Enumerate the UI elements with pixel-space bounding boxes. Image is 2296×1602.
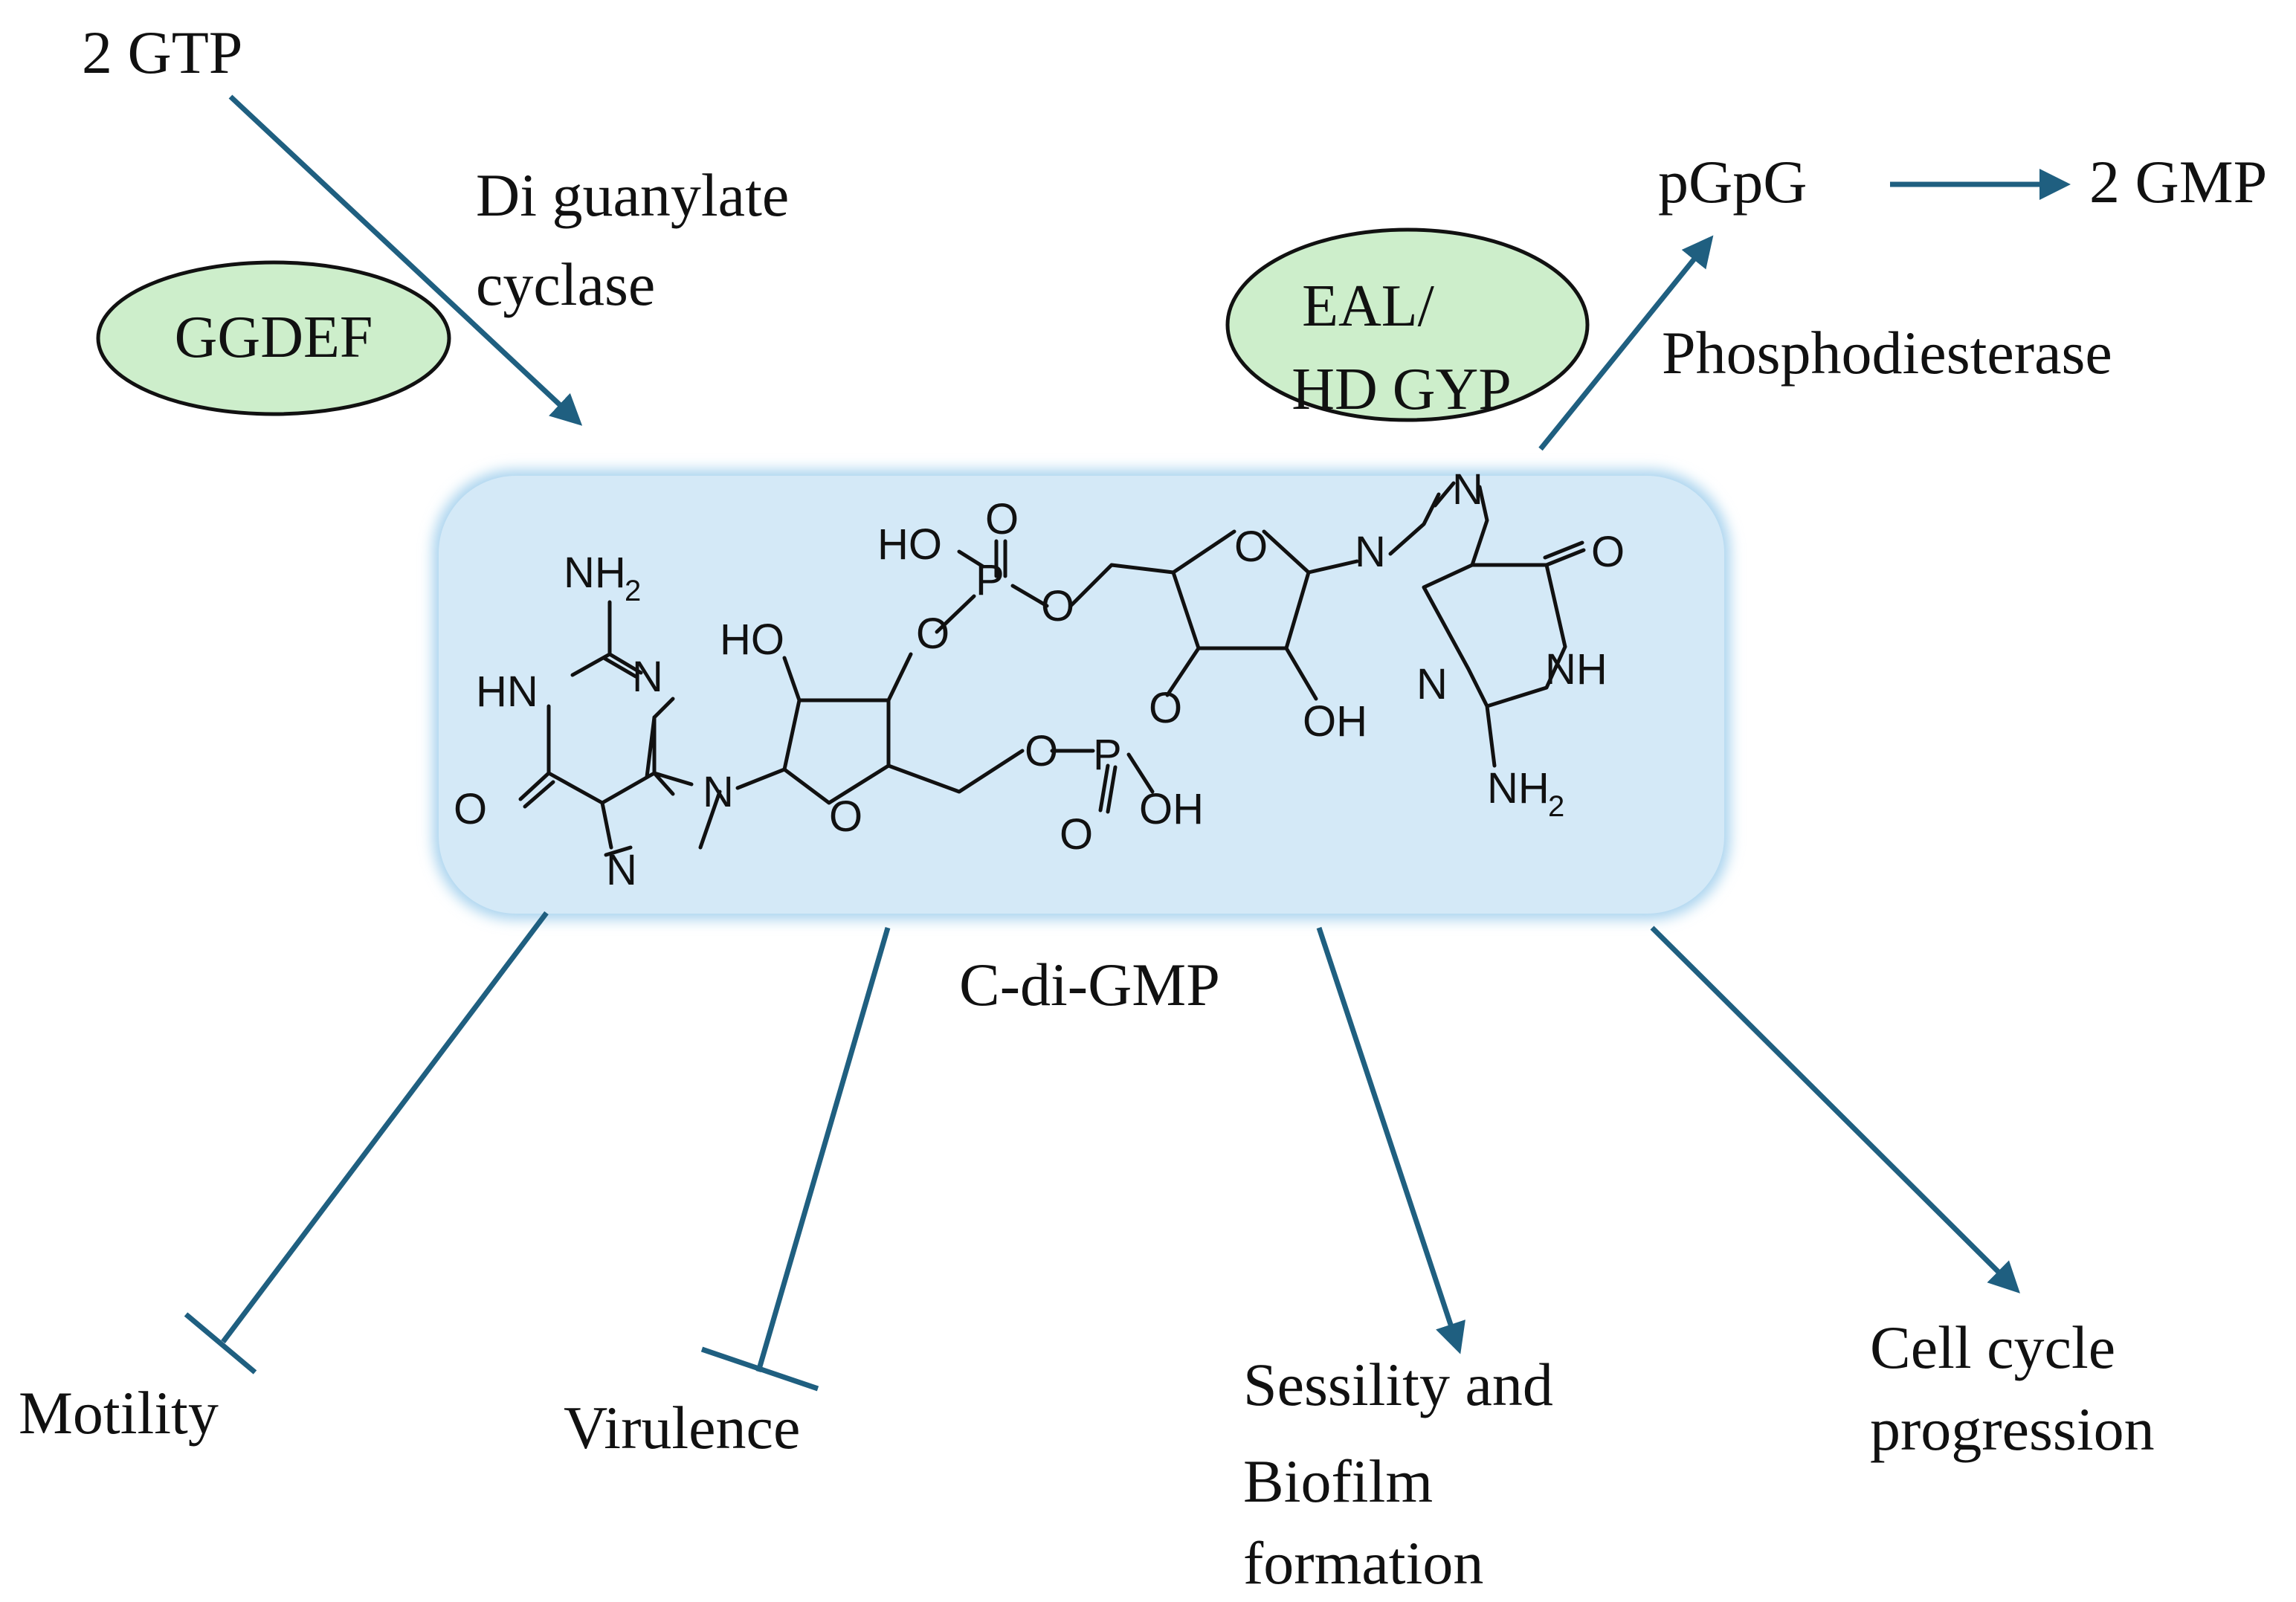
svg-text:OH: OH (1139, 785, 1204, 833)
svg-text:O: O (1025, 727, 1058, 775)
svg-text:N: N (632, 653, 663, 701)
molecule-name-label: C-di-GMP (959, 951, 1220, 1018)
svg-text:OH: OH (1303, 697, 1367, 746)
motility-inhibition-bar (184, 1312, 257, 1375)
gtp-label: 2 GTP (82, 19, 242, 86)
cyclase-label-line1: Di guanylate (476, 161, 789, 229)
motility-inhibition-line (221, 911, 549, 1344)
svg-text:O: O (1149, 684, 1182, 732)
cellcycle-label-line1: Cell cycle (1870, 1314, 2115, 1381)
ggdef-ellipse (96, 260, 451, 416)
cdigmp-to-pgpg-arrow (1538, 235, 1714, 451)
biofilm-activation-arrow (1316, 926, 1465, 1354)
svg-text:2: 2 (1548, 790, 1564, 823)
molecule-box (439, 476, 1724, 914)
motility-label: Motility (19, 1379, 219, 1447)
svg-text:P: P (976, 556, 1004, 604)
svg-text:P: P (1093, 731, 1122, 779)
virulence-inhibition-bar (700, 1346, 819, 1392)
svg-text:NH: NH (1545, 645, 1607, 694)
pgpg-label: pGpG (1658, 148, 1807, 216)
svg-text:N: N (1416, 660, 1448, 708)
svg-text:N: N (606, 846, 637, 894)
svg-text:NH: NH (564, 549, 626, 597)
gmp-label: 2 GMP (2089, 148, 2267, 216)
svg-text:O: O (454, 785, 487, 833)
virulence-inhibition-line (755, 927, 891, 1372)
ggdef-label: GGDEF (175, 305, 373, 370)
svg-text:HO: HO (877, 520, 942, 569)
svg-text:N: N (1355, 528, 1386, 576)
sessility-label-line1: Sessility and (1243, 1351, 1553, 1418)
gtp-to-cdigmp-arrow (228, 94, 583, 426)
cyclase-label-line2: cyclase (476, 251, 655, 318)
sessility-label-line2: Biofilm (1243, 1447, 1433, 1515)
cellcycle-label-line2: progression (1870, 1395, 2155, 1463)
virulence-label: Virulence (564, 1394, 800, 1461)
c-di-gmp-atom-labels: NH2 N HN O N N HO O O HO O P O O P O OH … (454, 465, 1625, 894)
svg-text:HN: HN (476, 668, 538, 716)
phosphodiesterase-label: Phosphodiesterase (1662, 319, 2112, 387)
svg-text:O: O (1234, 523, 1268, 571)
svg-text:O: O (916, 610, 949, 658)
cellcycle-activation-arrow (1650, 926, 2020, 1293)
svg-text:N: N (1452, 465, 1483, 514)
svg-text:O: O (1060, 810, 1093, 859)
svg-text:O: O (1041, 582, 1074, 630)
c-di-gmp-structure (518, 481, 1586, 857)
sessility-label-line3: formation (1243, 1529, 1483, 1597)
svg-text:2: 2 (625, 575, 641, 607)
svg-text:O: O (985, 495, 1019, 543)
svg-text:O: O (1591, 528, 1625, 576)
svg-text:HO: HO (720, 616, 784, 664)
svg-text:O: O (829, 792, 862, 841)
eal-label: EAL/ (1302, 274, 1435, 339)
eal-hdgyp-ellipse (1225, 227, 1590, 422)
svg-text:N: N (703, 768, 734, 816)
svg-text:NH: NH (1487, 764, 1550, 813)
hd-gyp-label: HD GYP (1292, 357, 1512, 422)
